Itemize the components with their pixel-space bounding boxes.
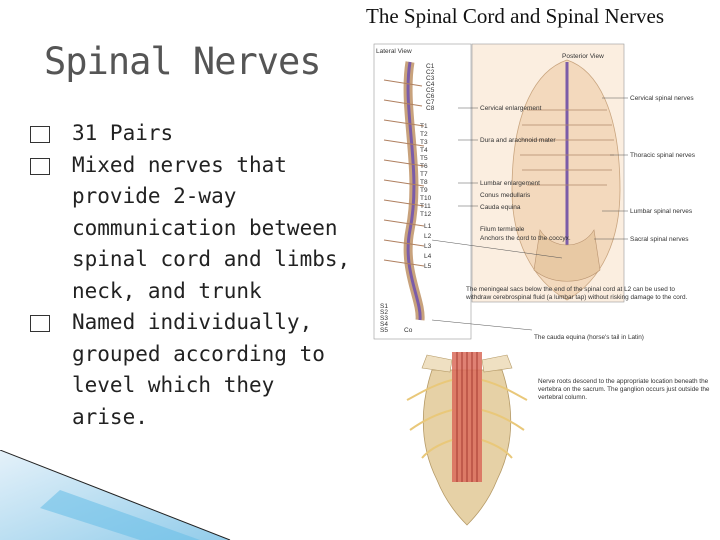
vertebra-label: C6 [426,93,435,100]
vertebra-label: S5 [380,327,388,334]
note-lumbar-tap: The meningeal sacs below the end of the … [466,286,688,301]
posterior-view-label: Posterior View [562,53,604,60]
vertebra-label: C5 [426,87,435,94]
vertebra-label: Co [404,327,413,334]
vertebra-label: S4 [380,321,388,328]
vertebra-label: T3 [420,139,428,146]
vertebra-label: L3 [424,243,432,250]
callout-thoracic-nerves: Thoracic spinal nerves [630,152,696,159]
bullet-text: Mixed nerves that provide 2-way communic… [72,152,351,303]
vertebra-label: L1 [424,223,432,230]
callout-conus: Conus medullaris [480,192,531,199]
vertebra-label: T1 [420,123,428,130]
bullet-item: 31 Pairs [30,118,360,150]
figure-title: The Spinal Cord and Spinal Nerves [366,4,665,28]
vertebra-label: T9 [420,187,428,194]
vertebra-label: C4 [426,81,435,88]
cauda-equina-illustration [406,352,528,526]
vertebra-label: S1 [380,303,388,310]
decorative-corner-shape [0,450,231,540]
bullet-text: Named individually, grouped according to… [72,310,325,429]
bullet-item: Named individually, grouped according to… [30,307,360,433]
vertebra-label: L4 [424,253,432,260]
vertebra-label: C8 [426,105,435,112]
slide-title: Spinal Nerves [44,40,322,83]
vertebra-label: C2 [426,69,435,76]
callout-cervical-enlargement: Cervical enlargement [480,105,542,112]
vertebra-label: T8 [420,179,428,186]
callout-lumbar-enlargement: Lumbar enlargement [480,180,540,187]
callout-cervical-nerves: Cervical spinal nerves [630,95,694,102]
vertebra-label: C3 [426,75,435,82]
vertebra-label: T4 [420,147,428,154]
vertebra-label: S3 [380,315,388,322]
vertebra-label: T10 [420,195,432,202]
checkbox-bullet-icon [30,315,50,332]
vertebra-label: T11 [420,203,431,210]
vertebra-label: L2 [424,233,432,240]
callout-filum-note: Anchors the cord to the coccyx. [480,235,571,242]
callout-dura: Dura and arachnoid mater [480,137,556,144]
vertebra-label: S2 [380,309,388,316]
bullet-item: Mixed nerves that provide 2-way communic… [30,150,360,308]
checkbox-bullet-icon [30,126,50,143]
vertebra-label: T2 [420,131,428,138]
note-cauda-equina: The cauda equina (horse's tail in Latin) [534,334,644,341]
vertebra-label: C1 [426,63,435,70]
vertebra-label: T7 [420,171,428,178]
callout-cauda: Cauda equina [480,204,521,211]
bullet-text: 31 Pairs [72,121,174,145]
callout-sacral-nerves: Sacral spinal nerves [630,236,689,243]
vertebra-label: L5 [424,263,432,270]
vertebra-label: T6 [420,163,428,170]
checkbox-bullet-icon [30,157,50,175]
spinal-cord-illustration: Lateral View Posterior View C1 C2 C3 C4 … [373,43,710,526]
vertebra-label: T5 [420,155,428,162]
vertebra-label: C7 [426,99,435,106]
callout-filum: Filum terminale [480,226,525,233]
callout-lumbar-nerves: Lumbar spinal nerves [630,208,693,215]
lateral-view-label: Lateral View [376,48,412,55]
vertebra-label: T12 [420,211,432,218]
bullet-list: 31 Pairs Mixed nerves that provide 2-way… [30,118,360,433]
note-nerve-roots: Nerve roots descend to the appropriate l… [538,378,710,401]
